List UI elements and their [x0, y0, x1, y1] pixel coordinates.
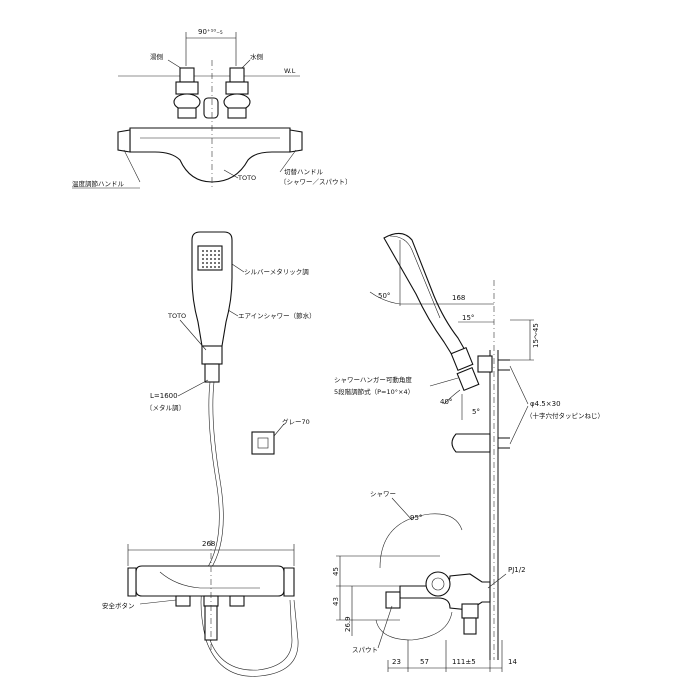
hanger-angle-sub: 5段階調節式（P=10°×4） — [334, 387, 414, 396]
shower-hose — [200, 381, 299, 677]
dim-111-label: 111±5 — [452, 658, 476, 666]
hose-length-label: L=1600 — [150, 392, 178, 400]
wl-label: W.L — [284, 67, 296, 75]
screw-spec-sub: （十字穴付タッピンねじ） — [526, 411, 604, 420]
wall-fitting — [463, 617, 477, 635]
switch-handle-front — [283, 567, 295, 597]
angle-40-label: 40° — [440, 398, 452, 406]
mixer-body-front — [135, 565, 285, 597]
shower-direction-label: シャワー — [370, 490, 396, 498]
center-knob — [203, 97, 219, 119]
spout-label: スパウト — [352, 646, 378, 654]
pipe-thread-label: PJ1/2 — [508, 566, 526, 574]
front-view: 268 安全ボタン — [102, 540, 295, 650]
dim-45-label: 45 — [332, 567, 340, 576]
safety-button-label: 安全ボタン — [102, 601, 135, 610]
brand-label-top: TOTO — [237, 174, 256, 182]
dim-168-label: 168 — [452, 294, 465, 302]
silver-metallic-label: シルバーメタリック調 — [244, 267, 309, 276]
temp-handle-front — [127, 567, 137, 597]
hanger-bracket — [477, 355, 493, 373]
hot-valve — [173, 67, 201, 119]
hot-side-label: 湯側 — [150, 52, 164, 61]
dim-26-label: 26.9 — [344, 616, 352, 632]
switch-handle-sub: 〔シャワー／スパウト〕 — [280, 178, 352, 186]
spout-view: シャワー 95° 45 43 26.9 PJ1/2 スパウト — [332, 490, 526, 672]
dim-57-label: 57 — [420, 658, 429, 666]
hose-type-label: 〔メタル調〕 — [146, 403, 185, 412]
brand-label-head: TOTO — [167, 312, 186, 320]
dim-90-label: 90⁺¹⁰₋₅ — [198, 28, 223, 36]
switch-dial — [425, 571, 451, 597]
hanger-angle-label: シャワーハンガー可動角度 — [334, 375, 412, 384]
dim-23-label: 23 — [392, 658, 401, 666]
angle-95-label: 95° — [410, 514, 422, 522]
mixer-body-top — [129, 127, 291, 183]
angle-50-label: 50° — [378, 292, 390, 300]
spray-face — [197, 245, 223, 271]
dim-15-45-label: 15～45 — [532, 323, 540, 348]
gray-color-chip — [251, 431, 275, 455]
temp-handle-label: 温度調節ハンドル — [72, 179, 125, 188]
angle-5-label: 5° — [472, 408, 480, 416]
gray-70-label: グレー70 — [282, 417, 310, 426]
spray-holes — [202, 250, 220, 268]
hanger-holder — [450, 346, 474, 372]
angle-15-label: 15° — [462, 314, 474, 322]
dim-14-label: 14 — [508, 658, 517, 666]
screw-spec-label: φ4.5×30 — [530, 400, 561, 408]
hose-nut — [204, 363, 220, 383]
cold-valve — [223, 67, 251, 119]
shower-head-view: シルバーメタリック調 エアインシャワー（節水） TOTO L=1600 〔メタル… — [146, 231, 316, 677]
switch-handle-label: 切替ハンドル — [284, 167, 324, 176]
top-view: W.L 90⁺¹⁰₋₅ 湯側 水側 — [72, 28, 352, 190]
aerin-shower-label: エアインシャワー（節水） — [238, 311, 316, 320]
cold-fitting — [229, 595, 245, 607]
temp-handle-top — [117, 129, 131, 153]
switch-handle-top — [289, 129, 303, 153]
spout-nozzle — [385, 591, 401, 609]
dim-268-label: 268 — [202, 540, 215, 548]
cold-side-label: 水側 — [250, 52, 264, 61]
hot-fitting — [175, 595, 191, 607]
shower-head-side — [383, 232, 467, 359]
dim-43-label: 43 — [332, 597, 340, 606]
side-view: 50° 168 15° 15～45 シャワーハンガー可動角度 5段階調節式（P=… — [334, 232, 604, 660]
lower-hanger — [451, 433, 491, 453]
